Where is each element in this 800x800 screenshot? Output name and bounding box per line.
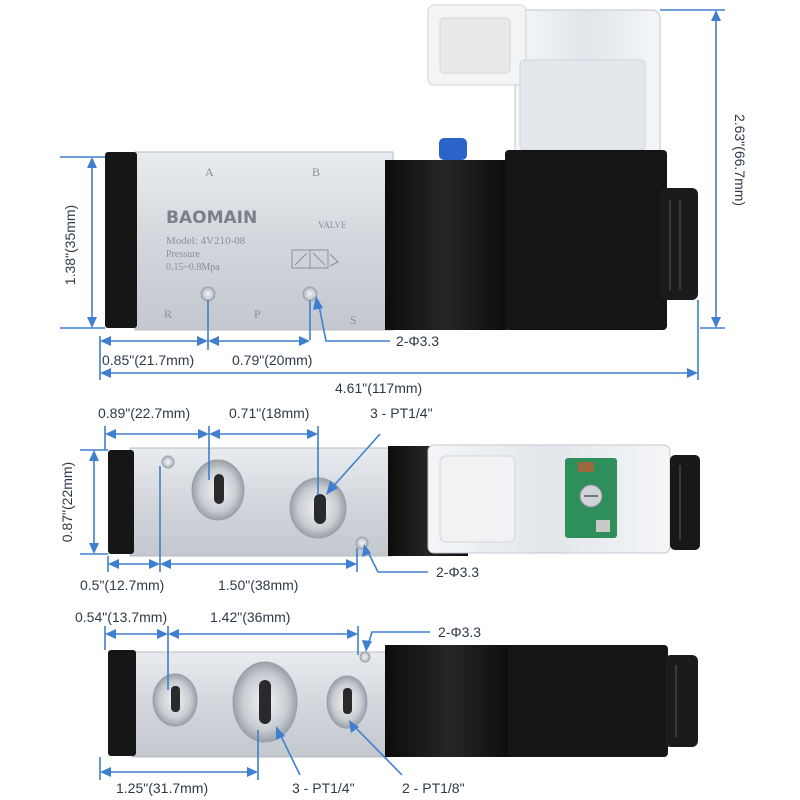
- end-cap: [108, 650, 136, 756]
- bottom-port-label-a: 3 - PT1/4": [292, 780, 355, 796]
- dim-total-length: 4.61"(117mm): [335, 380, 422, 396]
- solenoid-valve-top-view: 0.89"(22.7mm) 0.71"(18mm) 3 - PT1/4" 0.8…: [59, 405, 700, 593]
- pressure-range: 0.15~0.8Mpa: [166, 262, 220, 273]
- valve-body: [134, 151, 394, 331]
- mounting-hole: [161, 455, 175, 469]
- port-r-label: R: [164, 307, 172, 321]
- mounting-hole: [200, 286, 216, 302]
- port-p-label: P: [254, 307, 261, 321]
- coil: [385, 160, 507, 330]
- valve-body: [129, 447, 393, 557]
- top-port-label: 3 - PT1/4": [370, 405, 433, 421]
- coil: [385, 645, 513, 757]
- dim-top-spacing: 0.71"(18mm): [229, 405, 309, 421]
- dim-bottom-view-left: 0.54"(13.7mm): [75, 609, 167, 625]
- pressure-label: Pressure: [166, 249, 200, 260]
- dim-top-height: 0.87"(22mm): [59, 462, 75, 542]
- valve-symbol: [291, 249, 339, 269]
- dim-bottom-view-total: 1.25"(31.7mm): [116, 780, 208, 796]
- valve-text: VALVE: [318, 220, 347, 230]
- end-cap: [108, 450, 134, 554]
- dim-front-height: 1.38"(35mm): [62, 205, 78, 285]
- port-b-label: B: [312, 165, 320, 179]
- end-cap: [105, 152, 137, 328]
- solenoid-valve-bottom-view: 0.54"(13.7mm) 1.42"(36mm) 2-Φ3.3 1.25"(3…: [75, 609, 698, 796]
- dim-bottom-left-top-view: 0.5"(12.7mm): [80, 577, 164, 593]
- bottom-port-label-b: 2 - PT1/8": [402, 780, 465, 796]
- dim-top-left: 0.89"(22.7mm): [98, 405, 190, 421]
- port-a-label: A: [205, 165, 214, 179]
- top-hole-label: 2-Φ3.3: [436, 564, 479, 580]
- model-text: Model: 4V210-08: [166, 235, 246, 247]
- front-hole-label: 2-Φ3.3: [396, 333, 439, 349]
- brand-name: BAOMAIN: [166, 208, 257, 228]
- dim-total-height: 2.63"(66.7mm): [732, 114, 748, 206]
- mounting-hole: [359, 651, 371, 663]
- mounting-hole: [302, 286, 318, 302]
- dim-bottom-spacing-top-view: 1.50"(38mm): [218, 577, 298, 593]
- dim-front-left: 0.85"(21.7mm): [102, 352, 194, 368]
- bottom-hole-label: 2-Φ3.3: [438, 624, 481, 640]
- port-s-label: S: [350, 313, 357, 327]
- blue-button: [439, 138, 467, 160]
- dim-bottom-view-spacing: 1.42"(36mm): [210, 609, 290, 625]
- dim-front-spacing: 0.79"(20mm): [232, 352, 312, 368]
- solenoid-valve-front-view: A B BAOMAIN VALVE Model: 4V210-08 Pressu…: [60, 4, 748, 396]
